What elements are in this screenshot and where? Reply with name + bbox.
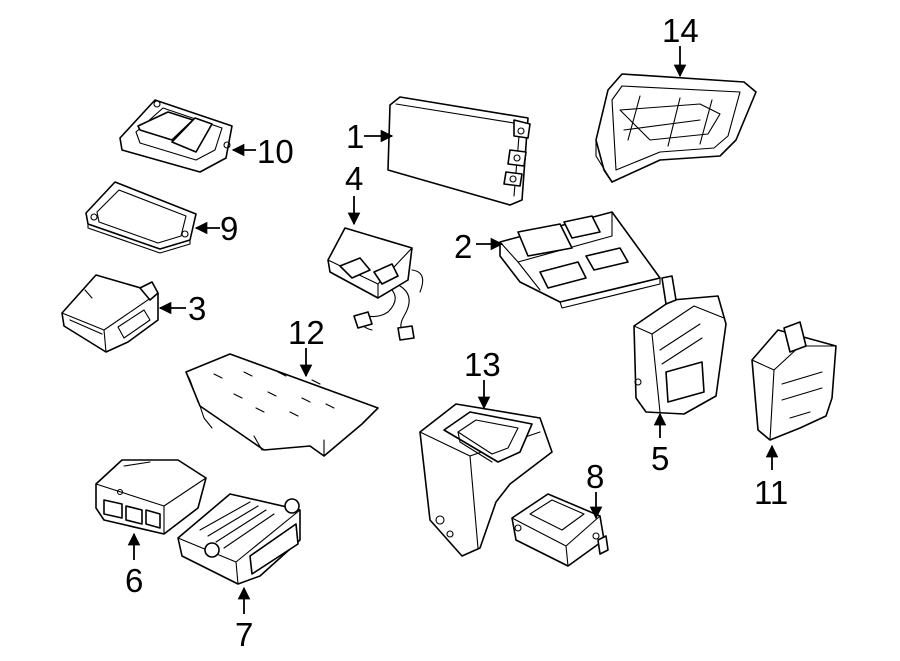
part-13-bracket: [419, 403, 553, 557]
part-9-module: [85, 181, 197, 254]
part-11-bracket: [751, 321, 837, 441]
callout-8-label: 8: [586, 458, 604, 495]
part-14-bracket: [595, 73, 757, 183]
callout-9: 9: [194, 210, 238, 247]
part-6-module: [95, 459, 207, 535]
callout-12-label: 12: [288, 314, 325, 351]
callout-1: 1: [346, 118, 394, 155]
callout-7: 7: [235, 586, 253, 653]
callout-11-label: 11: [754, 474, 788, 511]
callout-10: 10: [231, 133, 294, 170]
callout-5-label: 5: [651, 440, 669, 477]
callout-5: 5: [651, 412, 669, 477]
callout-7-label: 7: [235, 616, 253, 653]
part-4-module: [327, 227, 424, 341]
callout-8: 8: [586, 458, 604, 520]
callout-11: 11: [754, 444, 788, 511]
part-5-module: [633, 275, 727, 415]
callout-2: 2: [454, 228, 504, 265]
callout-3-label: 3: [188, 290, 206, 327]
callout-3: 3: [158, 290, 206, 327]
callout-12: 12: [288, 314, 325, 378]
part-3-module: [61, 274, 159, 353]
callout-13-label: 13: [464, 346, 501, 383]
callout-10-label: 10: [257, 133, 294, 170]
part-7-module: [177, 493, 301, 585]
part-1-display: [387, 96, 531, 206]
callout-1-label: 1: [346, 118, 364, 155]
callout-4-label: 4: [345, 160, 363, 197]
part-8-module: [511, 493, 609, 567]
callout-2-label: 2: [454, 228, 472, 265]
part-12-tray: [185, 353, 379, 457]
callout-4: 4: [345, 160, 363, 226]
callout-14: 14: [662, 12, 699, 78]
callout-6: 6: [125, 532, 143, 599]
callout-14-label: 14: [662, 12, 699, 49]
part-10-module: [119, 99, 233, 173]
callout-6-label: 6: [125, 562, 143, 599]
callout-13: 13: [464, 346, 501, 410]
callout-9-label: 9: [220, 210, 238, 247]
part-2-module: [499, 211, 661, 309]
